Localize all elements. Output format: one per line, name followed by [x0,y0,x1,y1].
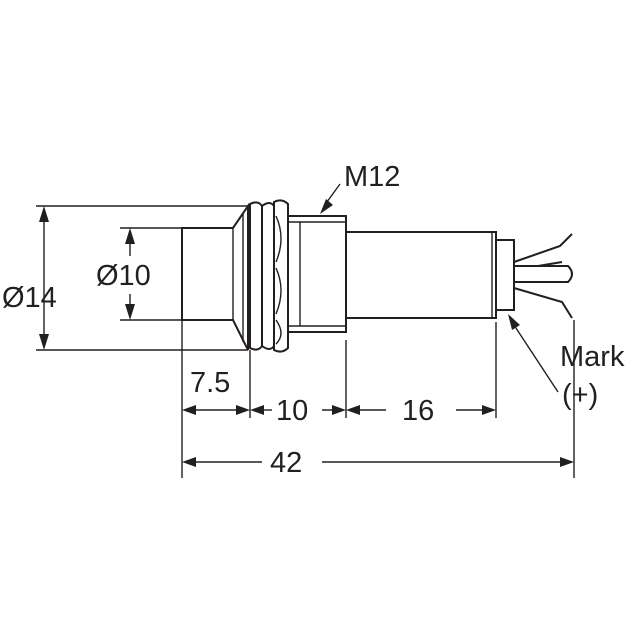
mark-label: Mark [560,341,625,373]
dimension-nut-length: 10 [250,395,346,427]
terminal-lead-top [513,233,573,263]
inner-diameter-label: Ø10 [96,260,151,292]
indicator-lamp-outline [181,199,573,353]
dimension-total-length: 42 [182,447,574,479]
dimension-head-length: 7.5 [182,367,250,415]
hex-nut-facets [275,215,282,345]
terminal-base [495,239,515,311]
terminal-lead-bottom [513,287,573,319]
dimension-inner-diameter: Ø10 [96,228,151,320]
dimension-outer-diameter: Ø14 [2,206,57,350]
lens-head [181,202,249,351]
outer-diameter-label: Ø14 [2,282,57,314]
mark-callout: Mark (+) [508,314,625,411]
threaded-section [287,215,347,333]
polarity-label: (+) [562,379,598,411]
thread-callout: M12 [320,161,400,214]
terminal-pin [513,265,573,283]
body-length-label: 16 [402,395,434,427]
thread-label: M12 [344,161,400,193]
extension-lines [36,205,575,478]
nut-length-label: 10 [276,395,308,427]
hex-nut [273,199,289,353]
total-length-label: 42 [270,447,302,479]
washer-lock [261,202,275,350]
head-length-label: 7.5 [190,367,230,399]
washer-front [249,201,263,351]
rear-body [345,231,497,319]
dimension-body-length: 16 [346,395,496,427]
